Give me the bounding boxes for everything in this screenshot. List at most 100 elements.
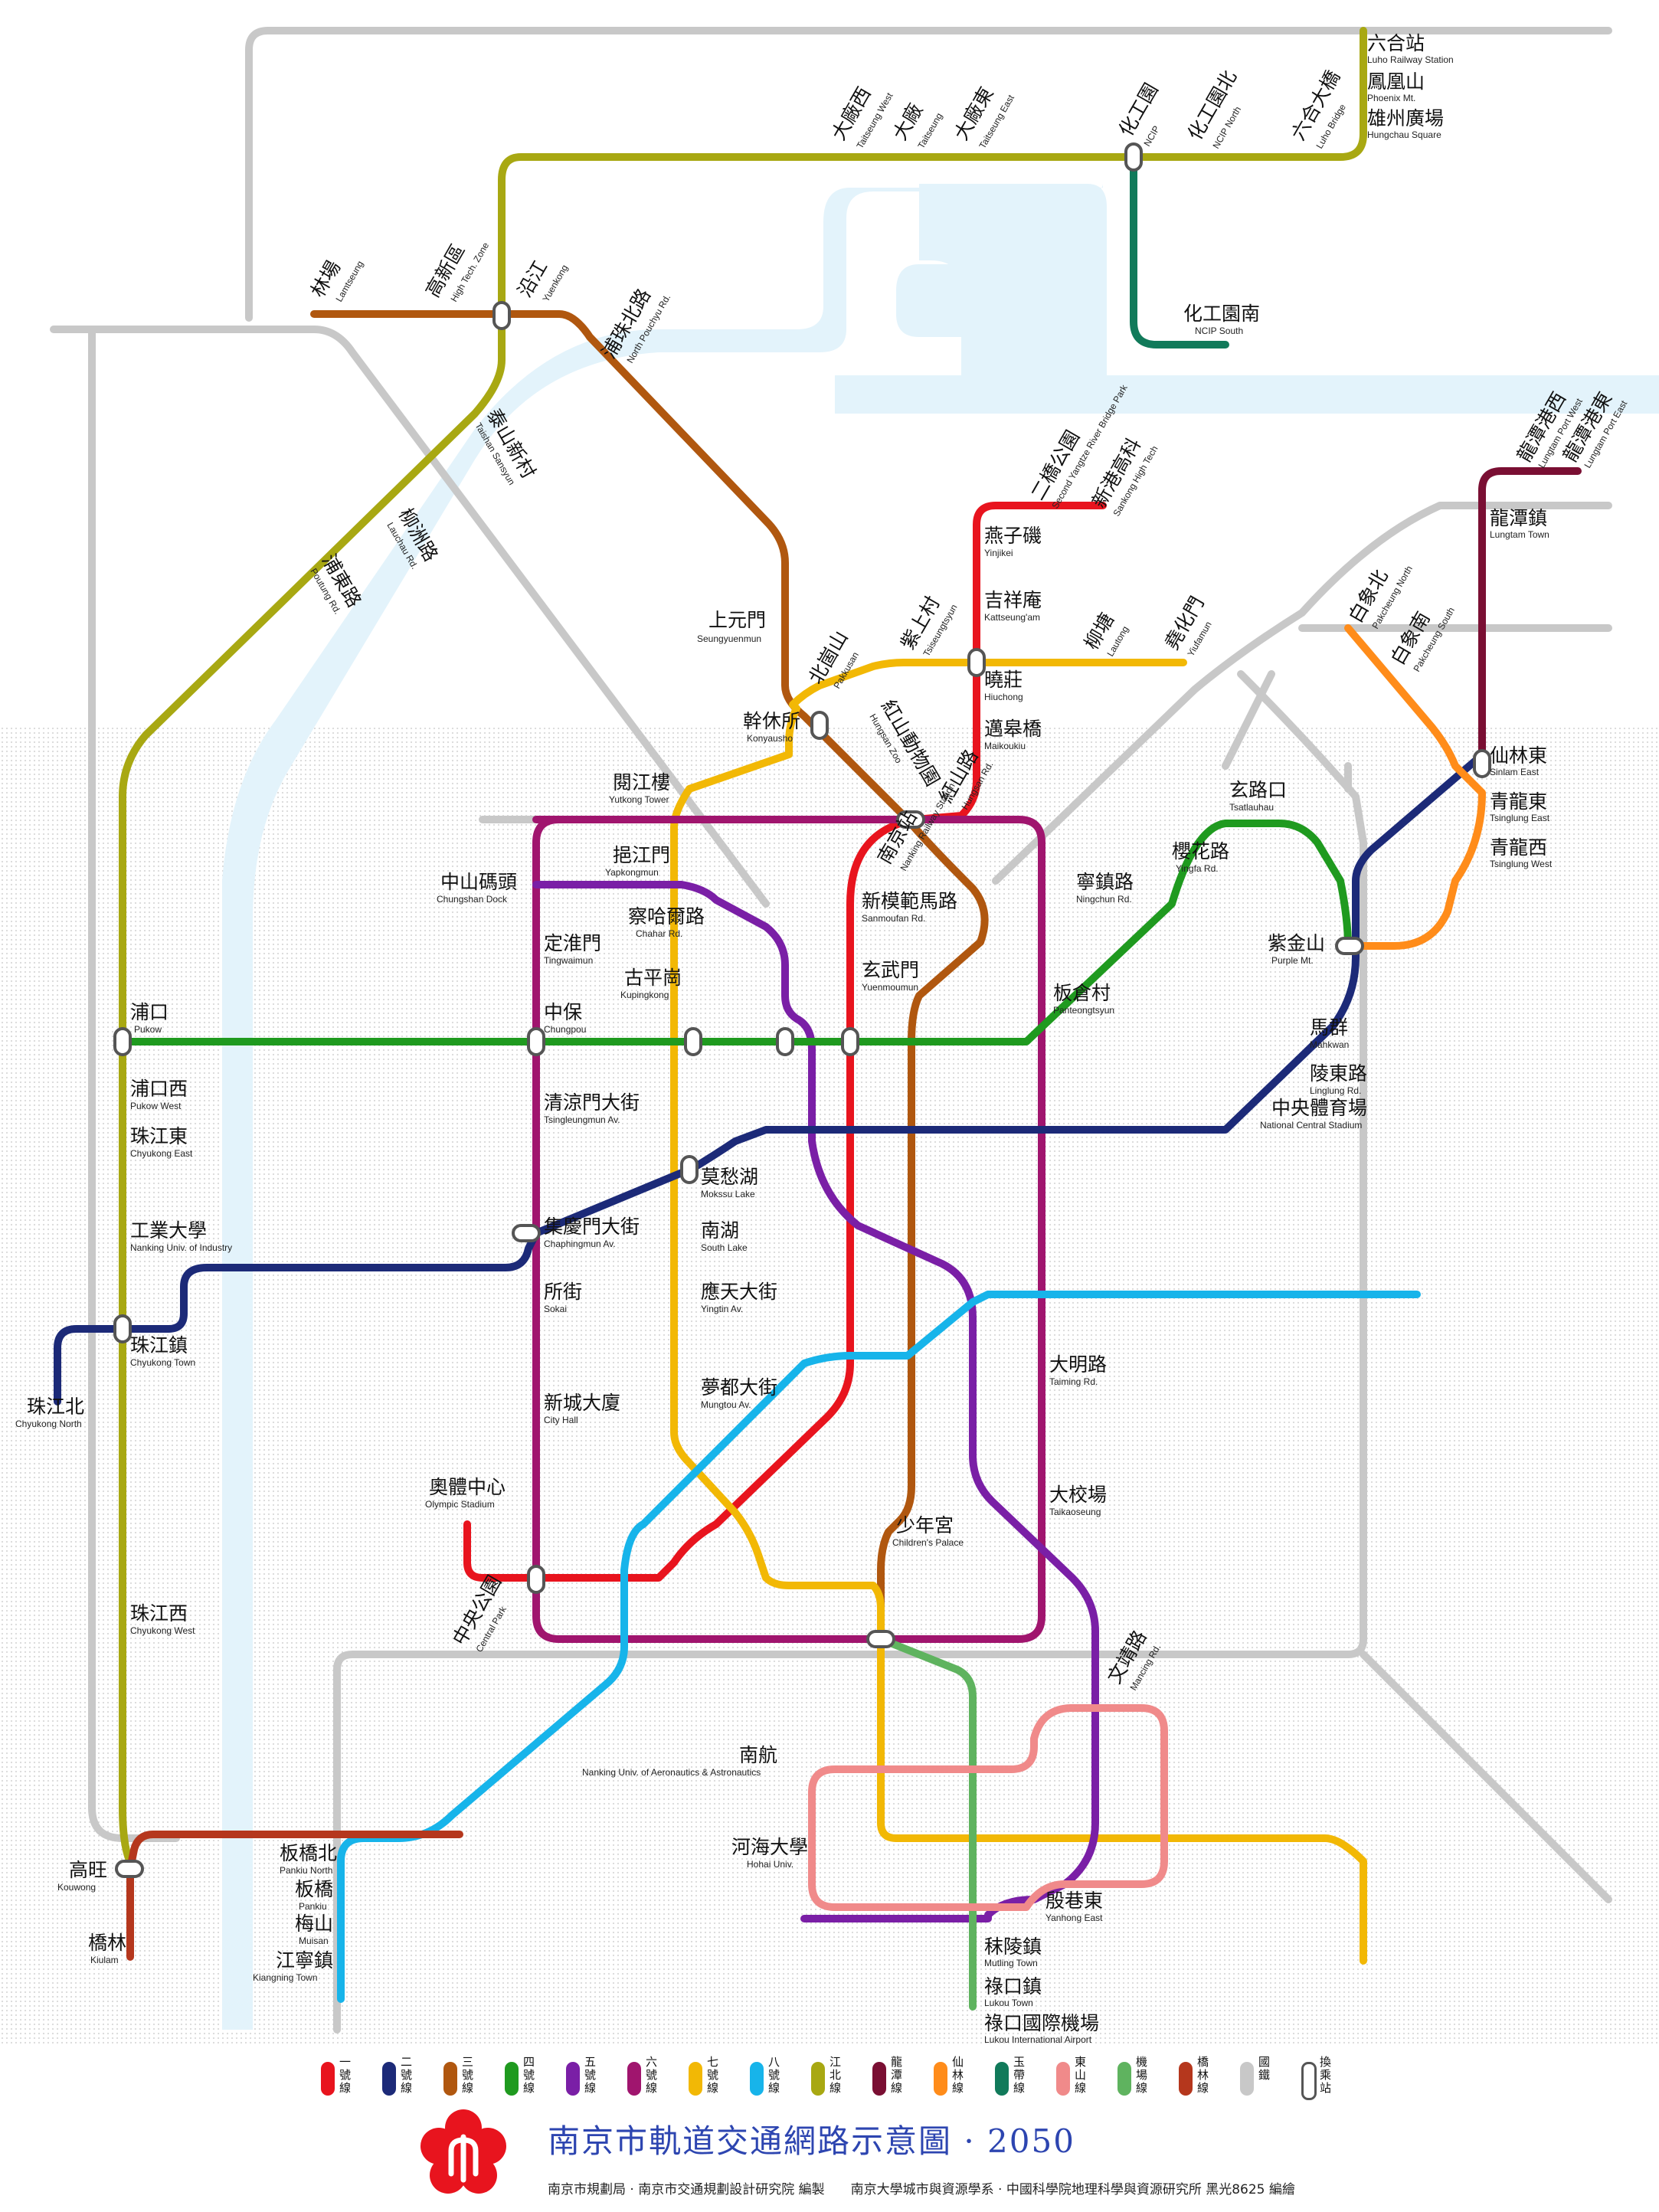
legend-item-l13: 東山線 [1053,2053,1093,2122]
transfer-kouwong [115,1860,144,1878]
station-50-en: Chyukong Town [130,1357,195,1368]
station-46-en: Chungpou [544,1024,586,1035]
legend-item-l6: 六號線 [624,2053,664,2122]
station-65-zh: 大明路 [1049,1353,1107,1376]
station-44-en: Purple Mt. [1271,955,1314,966]
station-87-en: Kiangning Town [253,1972,318,1983]
legend-swatch-rail [1240,2062,1254,2096]
station-63-en: Linglung Rd. [1310,1085,1361,1096]
station-23-zh: 吉祥庵 [984,589,1042,611]
transfer-sinlam-east [1473,749,1491,778]
station-38-en: Sanmoufan Rd. [862,913,925,924]
station-55-en: South Lake [701,1242,748,1253]
station-48-zh: 珠江東 [130,1125,188,1147]
legend-label-l2: 二號線 [401,2055,413,2095]
station-81-en: Lukou International Airport [984,2034,1092,2045]
station-59-zh: 夢都大街 [701,1376,777,1399]
station-58-zh: 新城大廈 [544,1392,620,1414]
legend-swatch-l13 [1056,2062,1070,2096]
station-52-zh: 清涼門大街 [544,1091,640,1114]
station-82-zh: 高旺 [69,1859,107,1881]
station-0-en: Luho Railway Station [1367,54,1454,65]
legend-item-l4: 四號線 [502,2053,542,2122]
station-83-en: Kiulam [90,1955,119,1965]
legend-item-l7: 七號線 [686,2053,725,2122]
station-67-zh: 少年宮 [896,1514,954,1536]
legend-label-rail: 國鐵 [1258,2055,1271,2082]
transfer-chungpou [527,1027,545,1056]
transfer-3 [841,1027,859,1056]
station-88-zh: 珠江西 [130,1602,188,1625]
legend-label-l3: 三號線 [462,2055,474,2095]
station-1-en: Phoenix Mt. [1367,93,1415,103]
station-53-zh: 集慶門大街 [544,1216,640,1238]
station-53-en: Chaphingmun Av. [544,1239,616,1249]
legend-item-l9: 江北線 [808,2053,848,2122]
station-84-zh: 板橋北 [280,1842,337,1864]
route-line-7 [670,659,1367,1965]
legend-swatch-l4 [505,2062,519,2096]
legend-swatch-l6 [627,2062,641,2096]
station-76-en: Nanking Univ. of Aeronautics & Astronaut… [582,1767,761,1778]
station-85-en: Pankiu [299,1901,327,1912]
station-1-zh: 鳳凰山 [1367,70,1425,93]
station-64-zh: 中央體育場 [1271,1097,1367,1119]
legend-label-l13: 東山線 [1075,2055,1087,2095]
station-52-en: Tsingleungmun Av. [544,1114,620,1125]
station-39-zh: 玄武門 [862,959,919,981]
route-line-3 [310,310,989,1643]
station-60-zh: 奧體中心 [429,1476,506,1498]
transfer-yuenkong [492,301,511,330]
legend-swatch-l11 [934,2062,947,2096]
transfer-chaphingmun [512,1224,541,1242]
station-36-en: Tingwaimun [544,955,593,966]
station-86-en: Muisan [299,1936,329,1946]
station-25-zh: 曉莊 [984,669,1023,691]
station-38-zh: 新模範馬路 [862,890,957,912]
transfer-hiuchong [967,648,986,677]
legend-item-l11: 仙林線 [931,2053,970,2122]
station-60-en: Olympic Stadium [425,1499,495,1510]
route-line-4 [119,820,1352,1045]
station-19-en: Konyausho [747,733,793,744]
station-69-zh: 青龍東 [1490,790,1547,813]
station-35-zh: 察哈爾路 [628,905,705,928]
transfer-nanking-station [896,810,925,829]
station-78-zh: 殷巷東 [1045,1890,1103,1912]
legend-label-l11: 仙林線 [952,2055,964,2095]
station-2-en: Hungchau Square [1367,129,1441,140]
transfer-purple-mt [1335,937,1364,955]
station-58-en: City Hall [544,1415,578,1425]
station-22-zh: 燕子磯 [984,525,1042,547]
legend-item-l1: 一號線 [318,2053,358,2122]
station-82-en: Kouwong [57,1882,96,1893]
legend-label-l4: 四號線 [523,2055,535,2095]
station-64-en: National Central Stadium [1260,1120,1362,1131]
station-37-zh: 古平崗 [624,967,682,989]
route-line-2 [54,754,1482,1405]
station-41-en: Yingfa Rd. [1176,863,1219,874]
legend-item-rail: 國鐵 [1237,2053,1277,2122]
station-2-zh: 雄州廣場 [1367,107,1444,129]
station-54-en: Mokssu Lake [701,1189,755,1199]
legend-label-l12: 玉帶線 [1013,2055,1026,2095]
station-43-en: Panteongtsyun [1053,1005,1114,1016]
route-airport [877,1635,977,2011]
station-87-zh: 江寧鎮 [276,1949,333,1971]
transfer-pukow [113,1027,132,1056]
station-71-zh: 龍潭鎮 [1490,507,1547,529]
station-78-en: Yanhong East [1045,1913,1103,1923]
station-76-zh: 南航 [739,1744,777,1766]
station-45-zh: 浦口 [130,1001,169,1023]
station-19-zh: 幹休所 [743,710,800,732]
station-49-zh: 工業大學 [130,1219,207,1242]
legend-swatch-l3 [443,2062,457,2096]
station-83-zh: 橋林 [88,1932,126,1954]
legend-swatch-l9 [811,2062,825,2096]
route-yudai [1130,153,1229,348]
station-77-en: Hohai Univ. [747,1859,794,1870]
legend-item-l2: 二號線 [379,2053,419,2122]
station-46-zh: 中保 [544,1001,582,1023]
station-67-en: Children's Palace [892,1537,964,1548]
